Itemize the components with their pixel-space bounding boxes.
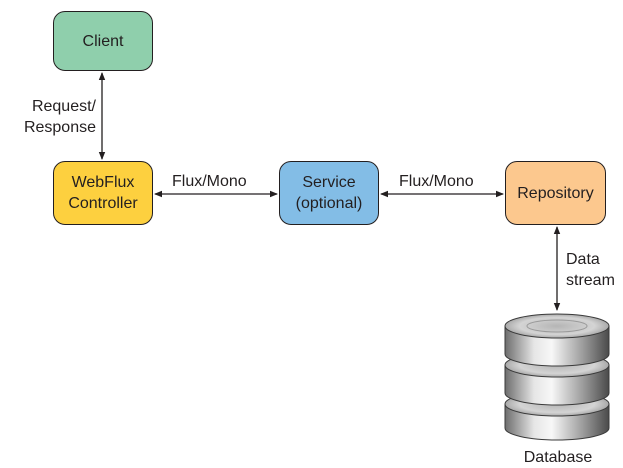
webflux-controller-node: WebFlux Controller bbox=[53, 161, 153, 225]
repository-label: Repository bbox=[517, 184, 594, 202]
controller-label: WebFlux Controller bbox=[68, 174, 138, 212]
repository-node: Repository bbox=[505, 161, 606, 225]
database-cylinder-icon bbox=[504, 313, 610, 441]
client-node: Client bbox=[53, 11, 153, 71]
data-stream-label: Data stream bbox=[566, 251, 615, 289]
service-repository-label: Flux/Mono bbox=[399, 173, 474, 190]
client-label: Client bbox=[82, 32, 124, 50]
controller-service-label: Flux/Mono bbox=[172, 173, 247, 190]
request-response-label: Request/ Response bbox=[23, 98, 96, 136]
service-node: Service (optional) bbox=[279, 161, 379, 225]
service-label: Service (optional) bbox=[295, 174, 363, 212]
database-label: Database bbox=[523, 449, 593, 466]
